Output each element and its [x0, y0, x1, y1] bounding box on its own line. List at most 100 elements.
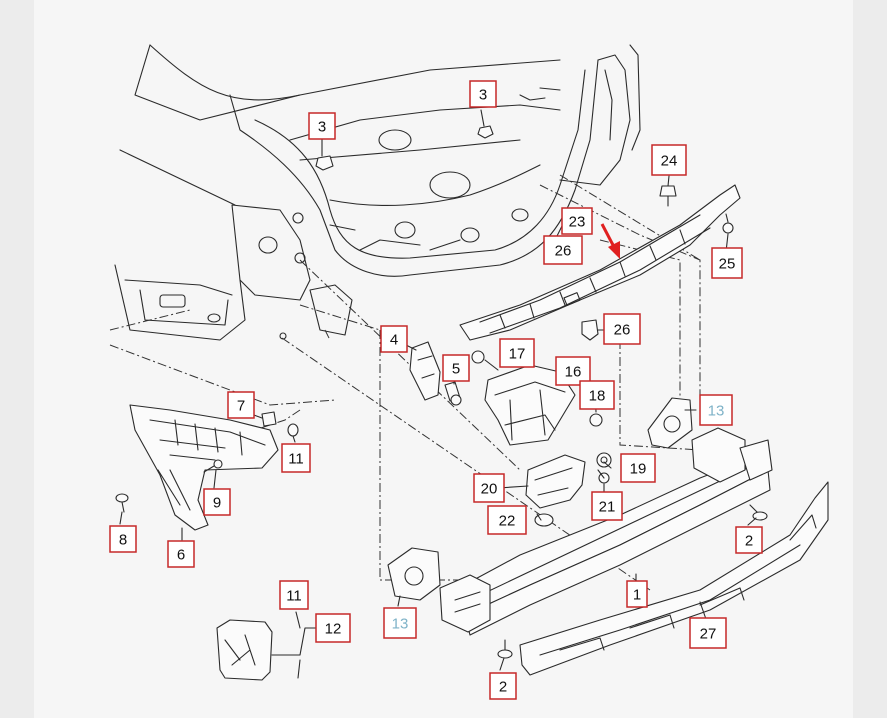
- callout-label: 21: [599, 499, 616, 516]
- callout-box: [699, 394, 733, 426]
- callout-label: 7: [237, 398, 245, 415]
- callout-box: [203, 488, 231, 516]
- callout-box: [109, 525, 137, 553]
- bumper-cover-27: [519, 481, 829, 676]
- callout-box: [591, 491, 623, 521]
- callout-label: 26: [614, 322, 631, 339]
- callout-box: [489, 672, 517, 700]
- callout-box: [603, 313, 641, 345]
- callout-label: 4: [390, 332, 398, 349]
- callout-21: 21: [591, 491, 623, 521]
- callout-6: 6: [167, 540, 195, 568]
- bolt-5: [444, 381, 462, 406]
- fastener-25: [722, 213, 734, 234]
- callout-1: 1: [626, 580, 648, 608]
- callout-label: 8: [119, 532, 127, 549]
- callout-4: 4: [380, 325, 408, 353]
- screw-8: [115, 493, 129, 513]
- bracket-16: [471, 350, 612, 468]
- callout-box: [543, 235, 583, 265]
- callout-box: [735, 526, 763, 554]
- callout-label: 2: [745, 533, 753, 550]
- bolt-2-right: [749, 504, 768, 521]
- callout-label: 5: [452, 361, 460, 378]
- callout-label: 3: [318, 119, 326, 136]
- callout-7: 7: [227, 391, 255, 419]
- callout-26: 26: [603, 313, 641, 345]
- clip-26: [581, 319, 599, 341]
- callout-label: 22: [499, 513, 516, 530]
- nut-3-right: [477, 125, 494, 139]
- callout-box: [651, 144, 687, 176]
- nut-3-left: [315, 155, 334, 171]
- callout-label: 27: [700, 626, 717, 643]
- callout-box: [711, 247, 743, 279]
- callout-23: 23: [561, 207, 593, 235]
- callout-box: [469, 80, 497, 108]
- callout-label: 18: [589, 388, 606, 405]
- callout-13: 13: [699, 394, 733, 426]
- callout-box: [689, 617, 727, 649]
- kit-pouch-12: [216, 611, 319, 681]
- callout-24: 24: [651, 144, 687, 176]
- callout-label: 26: [555, 243, 572, 260]
- callout-box: [227, 391, 255, 419]
- nut-7: [261, 411, 277, 427]
- washer-11: [287, 423, 299, 437]
- bumper-carrier-1: [439, 427, 773, 636]
- callout-label: 25: [719, 256, 736, 273]
- bracket-4: [409, 341, 441, 401]
- callout-18: 18: [579, 380, 615, 410]
- callout-box: [442, 354, 470, 382]
- callout-label: 13: [392, 616, 409, 633]
- callout-box: [380, 325, 408, 353]
- callout-box: [561, 207, 593, 235]
- callout-label: 23: [569, 214, 586, 231]
- impact-absorber-23: [459, 184, 741, 341]
- plate-13-right: [647, 397, 693, 449]
- callout-2: 2: [489, 672, 517, 700]
- callout-27: 27: [689, 617, 727, 649]
- callout-13: 13: [383, 607, 417, 639]
- callout-label: 12: [325, 621, 342, 638]
- callout-label: 6: [177, 547, 185, 564]
- red-arrow-icon: [600, 223, 620, 259]
- callout-box: [473, 473, 505, 503]
- callout-label: 16: [565, 364, 582, 381]
- callout-11: 11: [279, 580, 309, 610]
- callout-8: 8: [109, 525, 137, 553]
- callout-19: 19: [620, 453, 656, 483]
- callout-2: 2: [735, 526, 763, 554]
- callout-box: [620, 453, 656, 483]
- callout-label: 3: [479, 87, 487, 104]
- side-bracket-6: [129, 404, 279, 531]
- callout-12: 12: [315, 613, 351, 643]
- callout-25: 25: [711, 247, 743, 279]
- callout-20: 20: [473, 473, 505, 503]
- callout-label: 19: [630, 461, 647, 478]
- bracket-20: [525, 454, 610, 527]
- callout-label: 1: [633, 587, 641, 604]
- callout-label: 2: [499, 679, 507, 696]
- callout-label: 17: [509, 346, 526, 363]
- callout-box: [281, 443, 311, 473]
- callout-5: 5: [442, 354, 470, 382]
- callout-box: [167, 540, 195, 568]
- callout-22: 22: [487, 505, 527, 535]
- callout-box: [487, 505, 527, 535]
- callout-box: [383, 607, 417, 639]
- plate-13-left: [387, 547, 441, 601]
- callout-label: 20: [481, 481, 498, 498]
- callout-26: 26: [543, 235, 583, 265]
- callout-label: 11: [288, 451, 304, 468]
- callout-box: [308, 112, 336, 140]
- callout-label: 24: [661, 153, 678, 170]
- screw-9: [203, 459, 223, 473]
- callout-box: [279, 580, 309, 610]
- callout-11: 11: [281, 443, 311, 473]
- callout-17: 17: [499, 338, 535, 368]
- callout-label: 13: [708, 403, 725, 420]
- callout-box: [315, 613, 351, 643]
